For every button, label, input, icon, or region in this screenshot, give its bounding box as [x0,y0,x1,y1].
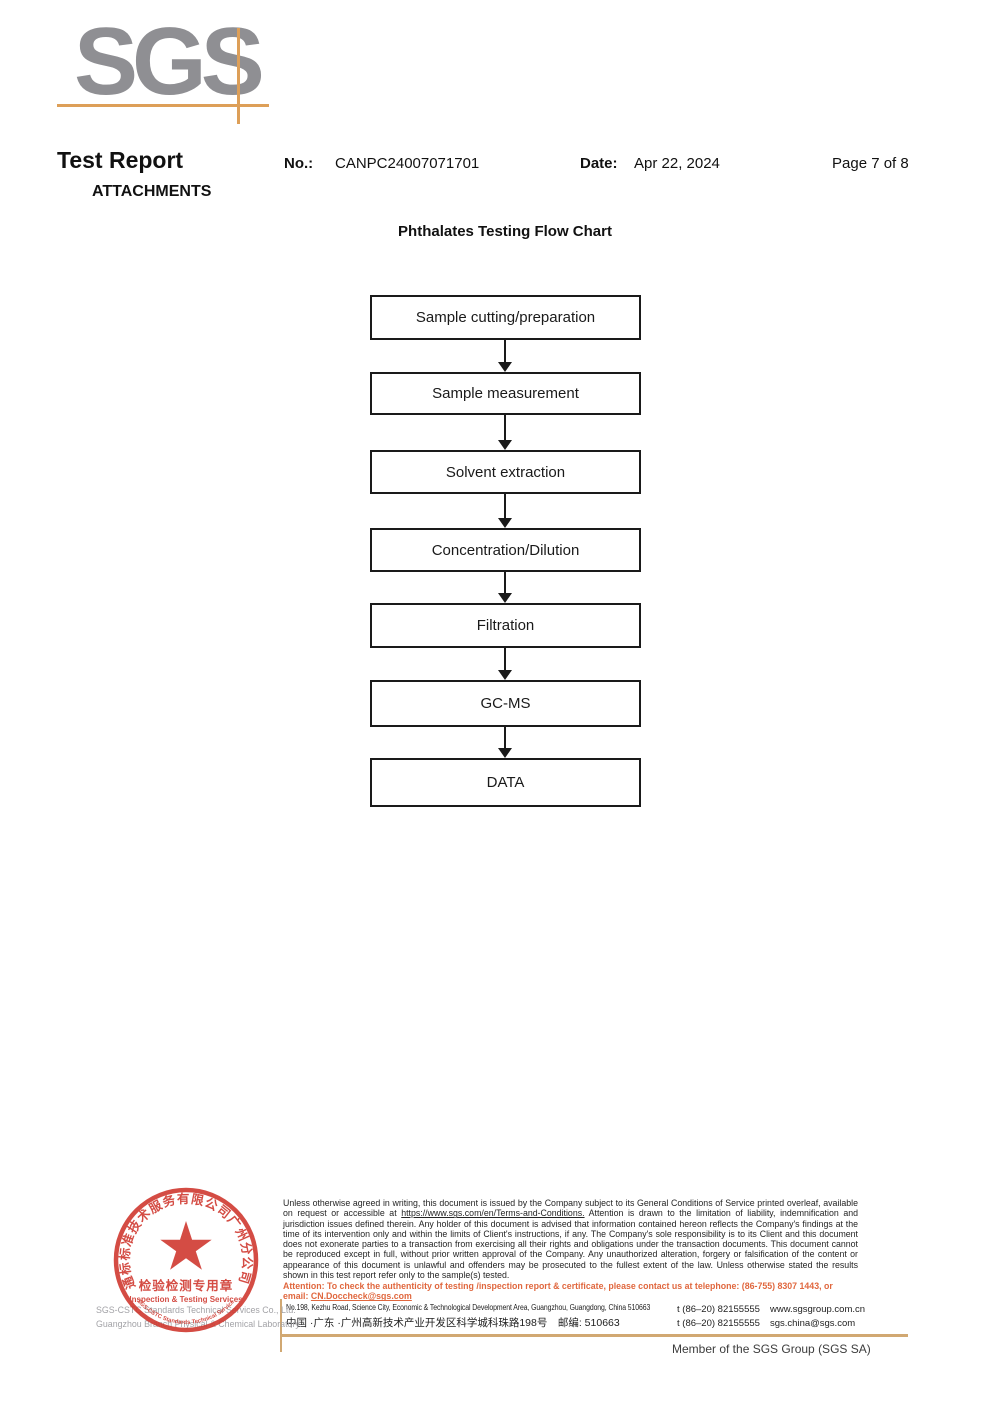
legal-disclaimer: Unless otherwise agreed in writing, this… [283,1198,858,1280]
address-chinese: 中国 ·广东 ·广州高新技术产业开发区科学城科珠路198号 邮编: 510663 [286,1317,620,1329]
flow-arrow-down [498,572,512,603]
website-link[interactable]: www.sgsgroup.com.cn [770,1304,866,1315]
flow-step-data: DATA [370,758,641,807]
attention-notice: Attention: To check the authenticity of … [283,1281,858,1302]
telephone-1: t (86–20) 82155555 [677,1304,760,1315]
seal-text-cn: 检验检测专用章 [139,1278,234,1293]
footer-horizontal-line [280,1334,908,1337]
flow-step-sample-measurement: Sample measurement [370,372,641,415]
flow-arrow-down [498,648,512,680]
flow-arrow-down [498,340,512,372]
report-no-label: No.: [284,155,314,172]
seal-ring [113,1187,259,1333]
company-name-line1: SGS-CSTC Standards Technical Services Co… [96,1305,296,1316]
sgs-logo: SGS [74,8,265,115]
report-no-value: CANPC24007071701 [335,155,480,172]
flow-arrow-down [498,415,512,450]
flowchart-title: Phthalates Testing Flow Chart [398,223,612,240]
date-label: Date: [580,155,618,172]
terms-conditions-link[interactable]: https://www.sgs.com/en/Terms-and-Conditi… [401,1208,585,1219]
flow-step-solvent-extraction: Solvent extraction [370,450,641,494]
seal-text-en: Inspection & Testing Services [129,1295,243,1304]
attachments-heading: ATTACHMENTS [92,183,212,200]
address-english: No.198, Kezhu Road, Science City, Econom… [286,1303,651,1312]
date-value: Apr 22, 2024 [634,155,720,172]
flow-arrow-down [498,727,512,758]
footer-vertical-line [280,1299,282,1352]
sgs-group-member-text: Member of the SGS Group (SGS SA) [672,1342,871,1356]
email-link[interactable]: sgs.china@sgs.com [770,1318,856,1329]
telephone-2: t (86–20) 82155555 [677,1318,760,1329]
flow-step-filtration: Filtration [370,603,641,648]
flow-step-concentration-dilution: Concentration/Dilution [370,528,641,572]
flow-step-gcms: GC-MS [370,680,641,727]
logo-vertical-line [237,28,240,124]
disclaimer-text: Attention is drawn to the limitation of … [283,1208,858,1281]
logo-horizontal-line [57,104,269,107]
inspection-testing-seal: 通标标准技术服务有限公司广州分公司 检验检测专用章 Inspection & T… [106,1186,259,1333]
flow-arrow-down [498,494,512,528]
attention-text: Attention: To check the authenticity of … [283,1281,833,1302]
company-name-line2: Guangzhou Branch Physical & Chemical Lab… [96,1319,302,1330]
seal-star-icon [160,1221,212,1270]
flow-step-sample-cutting: Sample cutting/preparation [370,295,641,340]
doccheck-email-link[interactable]: CN.Doccheck@sgs.com [310,1291,412,1302]
disclaimer-text: Unless otherwise agreed in writing, this… [283,1198,858,1219]
page-number: Page 7 of 8 [832,155,909,172]
page-title: Test Report [57,147,184,173]
